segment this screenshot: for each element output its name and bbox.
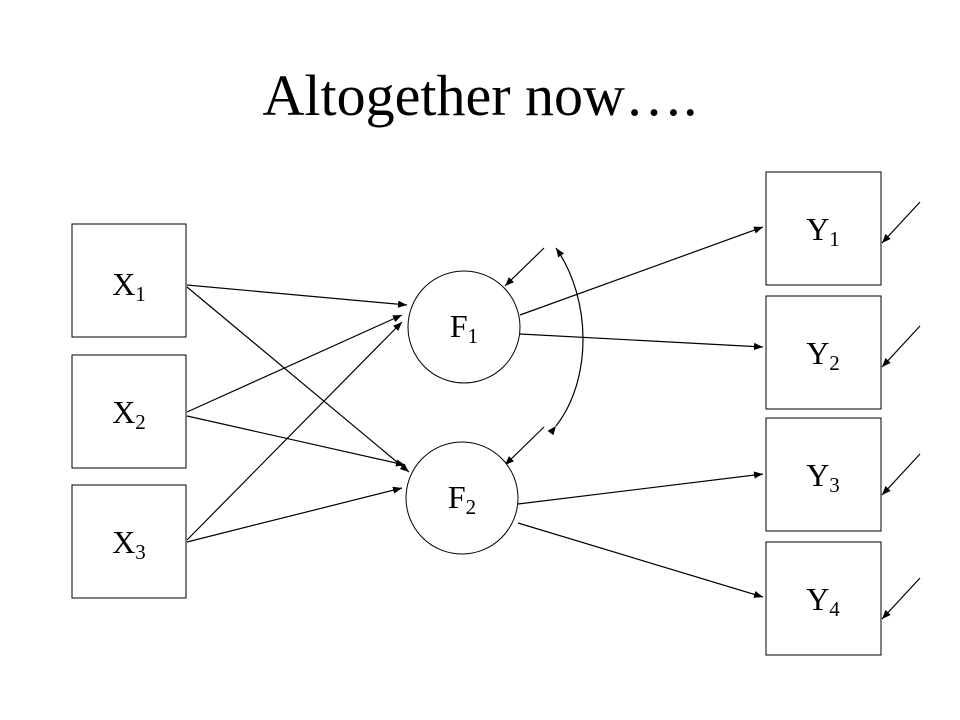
node-y3-box	[765, 417, 882, 532]
node-f2: F2	[405, 441, 519, 555]
arrow-x1-to-f1	[186, 284, 408, 308]
arrow-x3-to-f1	[186, 321, 403, 541]
node-x2-subscript: 2	[135, 410, 146, 434]
arrow-x2-to-f2	[186, 415, 406, 467]
node-y2-letter: Y	[806, 335, 829, 371]
covariance-curve-f1-f2	[547, 247, 584, 436]
node-y3-label: Y3	[806, 457, 840, 497]
node-y2-label: Y2	[806, 335, 840, 375]
disturbance-arrow-f2	[504, 426, 545, 466]
node-x1-letter: X	[112, 266, 135, 302]
node-f1-subscript: 1	[468, 324, 479, 348]
arrow-f2-to-y4	[517, 522, 764, 598]
node-y4-letter: Y	[806, 581, 829, 617]
arrow-x1-to-f2	[186, 286, 410, 473]
arrow-x3-to-f2	[186, 486, 403, 543]
node-y1-label: Y1	[806, 211, 840, 251]
node-f2-label: F2	[448, 479, 476, 519]
node-y3-letter: Y	[806, 457, 829, 493]
node-f2-subscript: 2	[466, 495, 477, 519]
node-y1-subscript: 1	[829, 227, 840, 251]
node-y4: Y4	[765, 541, 882, 656]
node-y2: Y2	[765, 295, 882, 410]
node-x2-letter: X	[112, 394, 135, 430]
node-y2-box	[765, 295, 882, 410]
path-arrows	[186, 201, 921, 620]
node-x1: X1	[71, 223, 187, 338]
slide-title: Altogether now….	[262, 63, 698, 128]
node-x2-box	[71, 354, 187, 469]
arrow-f1-to-y1	[519, 226, 764, 316]
node-f1: F1	[407, 270, 521, 384]
error-arrow-y1	[881, 201, 921, 244]
node-f1-letter: F	[450, 308, 468, 344]
node-x3-subscript: 3	[135, 540, 146, 564]
node-y4-box	[765, 541, 882, 656]
node-x3: X3	[71, 484, 187, 599]
node-x1-subscript: 1	[135, 282, 146, 306]
node-y3-subscript: 3	[829, 473, 840, 497]
node-f2-letter: F	[448, 479, 466, 515]
arrow-x2-to-f1	[186, 314, 403, 413]
node-y3: Y3	[765, 417, 882, 532]
node-x3-label: X3	[112, 524, 146, 564]
arrow-f1-to-y2	[519, 333, 764, 351]
error-arrow-y4	[881, 577, 921, 620]
node-x2: X2	[71, 354, 187, 469]
node-y4-label: Y4	[806, 581, 840, 621]
node-x3-letter: X	[112, 524, 135, 560]
node-x1-label: X1	[112, 266, 146, 306]
node-y1-letter: Y	[806, 211, 829, 247]
node-f1-circle	[407, 270, 521, 384]
node-f1-label: F1	[450, 308, 478, 348]
error-arrow-y2	[881, 325, 921, 368]
node-y2-subscript: 2	[829, 351, 840, 375]
node-f2-circle	[405, 441, 519, 555]
node-x1-box	[71, 223, 187, 338]
node-x3-box	[71, 484, 187, 599]
node-y1-box	[765, 171, 882, 286]
disturbance-arrow-f1	[504, 247, 545, 287]
node-y4-subscript: 4	[829, 597, 840, 621]
error-arrow-y3	[881, 453, 921, 496]
node-x2-label: X2	[112, 394, 146, 434]
node-y1: Y1	[765, 171, 882, 286]
arrow-f2-to-y3	[517, 471, 764, 505]
